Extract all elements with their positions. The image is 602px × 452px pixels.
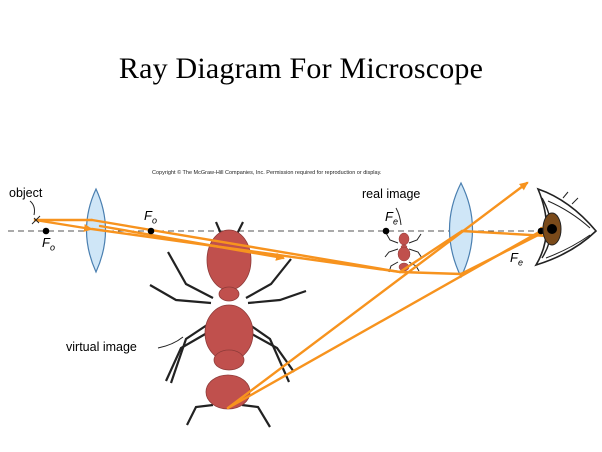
label-pointers <box>29 200 402 349</box>
objective-right-focal-label: Fo <box>144 208 157 226</box>
eye-illustration <box>534 187 598 267</box>
diagram-title: Ray Diagram For Microscope <box>118 52 484 85</box>
ray-virtual-extension-1 <box>226 181 529 410</box>
object-label: object <box>9 186 43 200</box>
virtual-image-label: virtual image <box>66 340 137 354</box>
real-image-label: real image <box>362 187 421 201</box>
objective-right-focal-dot <box>147 227 155 235</box>
ray-image-to-eyepiece-2 <box>398 229 464 274</box>
copyright-notice: Copyright © The McGraw-Hill Companies, I… <box>152 170 382 176</box>
real-image-ant-legs <box>384 232 423 273</box>
objective-left-focal-dot <box>42 227 50 235</box>
ray-objective-to-image-1 <box>90 218 402 274</box>
eyepiece-right-focal-label: Fe <box>510 250 523 268</box>
light-rays <box>33 181 550 410</box>
ray-virtual-extension-2 <box>226 225 550 410</box>
eyepiece-left-focal-label: Fe <box>385 209 398 227</box>
eyepiece-lens <box>448 181 474 279</box>
ray-object-to-objective-1 <box>33 218 93 232</box>
real-image-ant <box>384 232 423 273</box>
objective-left-focal-label: Fo <box>42 235 55 253</box>
ray-objective-to-image-3 <box>98 224 285 261</box>
object-marker <box>31 215 41 225</box>
eyepiece-left-focal-dot <box>382 227 390 235</box>
